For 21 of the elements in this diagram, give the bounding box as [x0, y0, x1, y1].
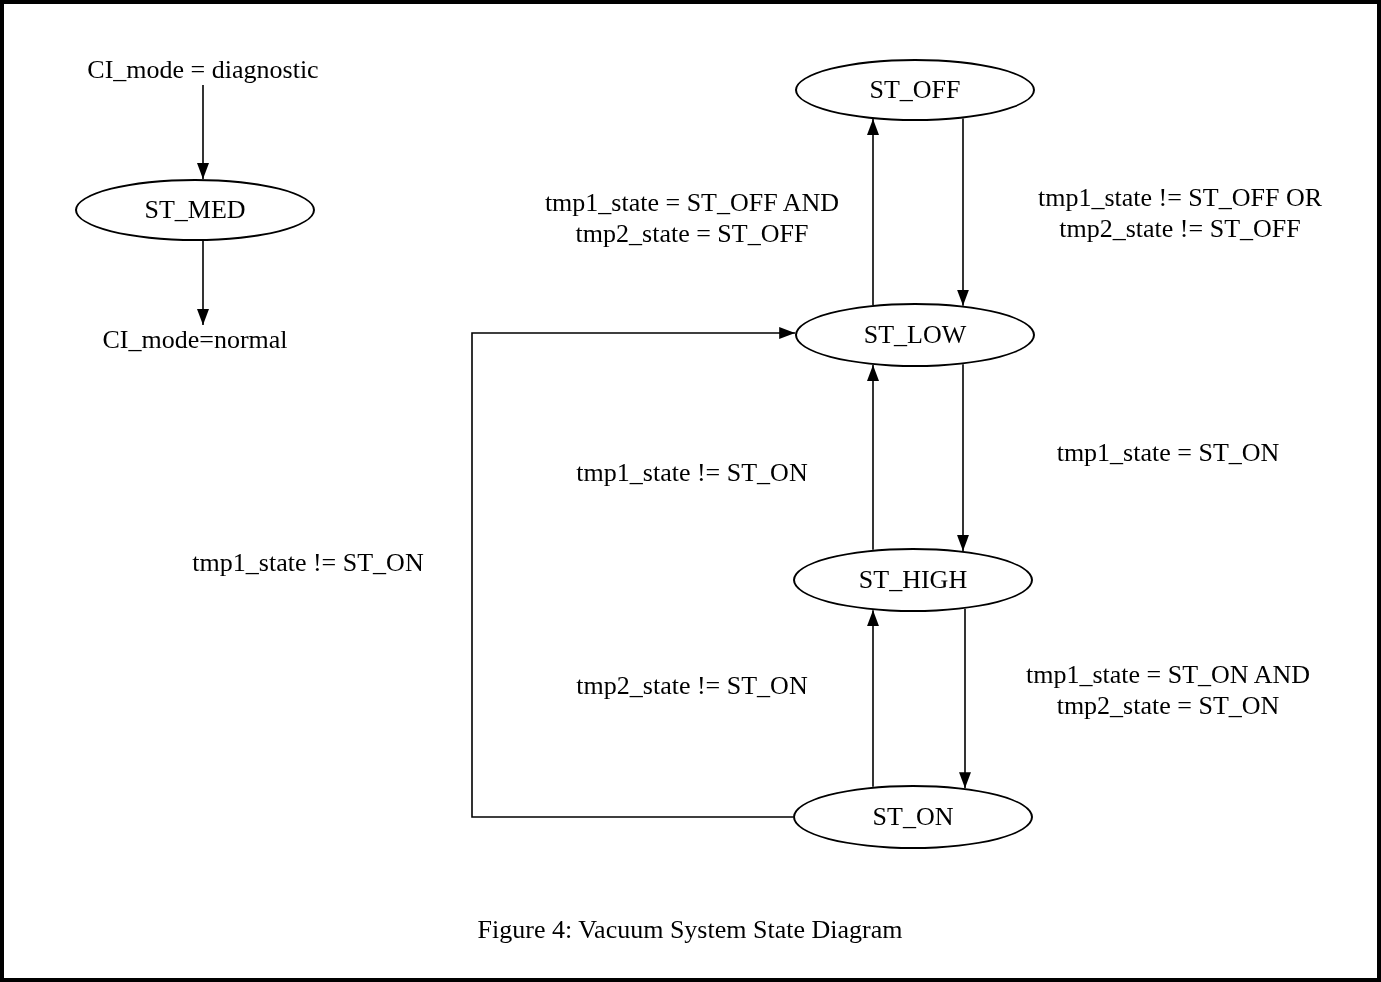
transition-arrow: [867, 609, 879, 788]
transition-arrow: [867, 364, 879, 551]
condition-text: CI_mode=normal: [102, 325, 288, 355]
edge-label: tmp2_state != ST_ON: [576, 670, 808, 702]
transition-arrow: [867, 118, 879, 306]
transition-arrow: [471, 327, 796, 818]
edge-label: tmp1_state != ST_ON: [576, 457, 808, 489]
state-name: ST_HIGH: [858, 565, 968, 595]
edge-label: tmp1_state != ST_ON: [192, 547, 424, 579]
state-name: ST_MED: [144, 195, 246, 225]
state-name: ST_LOW: [863, 320, 967, 350]
figure-caption: Figure 4: Vacuum System State Diagram: [477, 915, 903, 945]
edge-label: tmp1_state = ST_ON AND tmp2_state = ST_ON: [1024, 658, 1311, 722]
state-name: ST_OFF: [869, 75, 961, 105]
condition-text: CI_mode = diagnostic: [87, 55, 319, 85]
edge-label: tmp1_state = ST_ON: [1056, 437, 1280, 469]
transition-arrow: [197, 84, 209, 180]
edge-label: tmp1_state = ST_OFF AND tmp2_state = ST_OFF: [543, 186, 841, 250]
state-name: ST_ON: [872, 802, 954, 832]
transition-arrow: [197, 240, 209, 326]
edge-label: tmp1_state != ST_OFF OR tmp2_state != ST_OFF: [1036, 181, 1324, 245]
